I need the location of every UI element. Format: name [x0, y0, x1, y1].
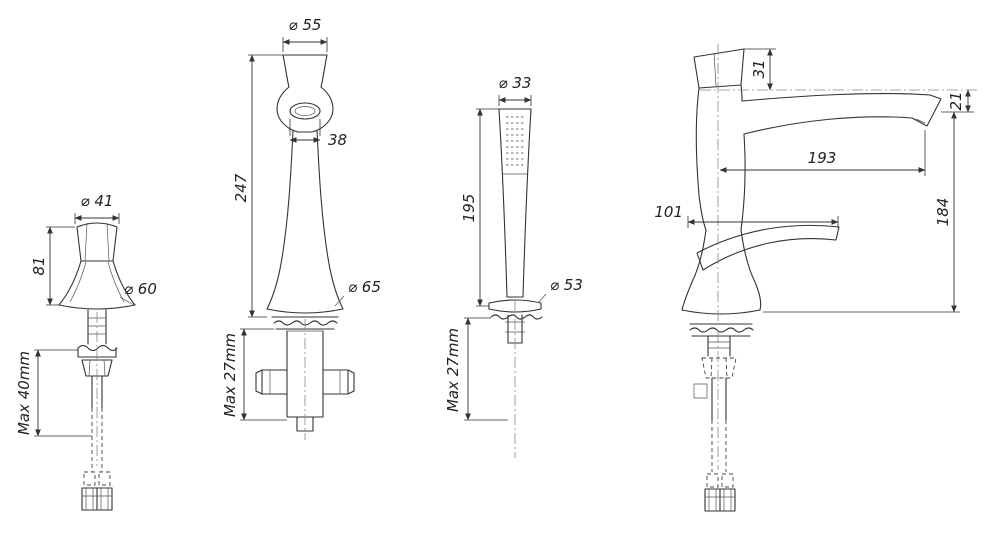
shower-base-diameter-label: ⌀ 53	[550, 276, 583, 294]
shower-top-diameter-label: ⌀ 33	[499, 74, 532, 92]
dim-mixer-lever-length: 101	[654, 203, 839, 228]
tall-spout-outline	[255, 54, 355, 440]
dim-valve-max-thickness: Max 40mm	[15, 349, 92, 437]
view-hand-shower: ⌀ 33 195 ⌀ 53 Max 27mm	[444, 74, 583, 458]
shower-height-label: 195	[460, 194, 478, 223]
dim-shower-top-diameter: ⌀ 33	[499, 74, 532, 106]
dim-valve-top-diameter: ⌀ 41	[74, 192, 120, 224]
spout-base-diameter-label: ⌀ 65	[348, 278, 381, 296]
dim-shower-base-diameter: ⌀ 53	[537, 276, 583, 304]
shower-max-thickness-label: Max 27mm	[444, 328, 462, 412]
view-basin-mixer: 31 21 193 101 184	[654, 44, 978, 512]
basin-mixer-hose-fittings	[704, 473, 736, 512]
dim-mixer-handle-height: 31	[744, 48, 776, 91]
basin-mixer-outline	[681, 44, 978, 472]
dim-shower-max-thickness: Max 27mm	[444, 317, 508, 421]
dim-mixer-overall-height: 184	[763, 111, 960, 313]
spout-height-label: 247	[232, 173, 250, 202]
dim-valve-base-diameter: ⌀ 60	[119, 280, 157, 306]
dim-spout-height: 247	[232, 54, 283, 318]
valve-max-thickness-label: Max 40mm	[15, 351, 33, 435]
mixer-overall-height-label: 184	[934, 198, 952, 227]
mixer-handle-height-label: 31	[750, 59, 768, 78]
valve-height-label: 81	[30, 256, 48, 275]
dim-spout-base-diameter: ⌀ 65	[334, 278, 381, 307]
valve-handle-outline	[58, 222, 136, 472]
spout-max-thickness-label: Max 27mm	[221, 333, 239, 417]
view-valve-handle: ⌀ 41 81 ⌀ 60 Max 40mm	[15, 192, 157, 511]
mixer-spout-drop-label: 21	[947, 91, 965, 110]
dim-spout-mouth-width: 38	[289, 119, 347, 149]
dim-spout-max-thickness: Max 27mm	[221, 328, 287, 421]
valve-handle-hose-fittings	[81, 471, 113, 511]
spout-top-diameter-label: ⌀ 55	[289, 16, 322, 34]
hand-shower-outline	[488, 108, 543, 458]
mixer-spout-reach-label: 193	[808, 149, 837, 167]
valve-top-diameter-label: ⌀ 41	[81, 192, 114, 210]
spout-mouth-width-label: 38	[328, 131, 347, 149]
valve-base-diameter-label: ⌀ 60	[124, 280, 157, 298]
view-tall-spout: ⌀ 55 38 247 ⌀ 65 Max 27mm	[221, 16, 381, 440]
dim-mixer-spout-drop: 21	[941, 89, 974, 113]
dim-mixer-spout-reach: 193	[719, 130, 926, 176]
dim-valve-height: 81	[30, 226, 75, 306]
dim-shower-height: 195	[460, 108, 499, 307]
mixer-lever-length-label: 101	[654, 203, 683, 221]
dim-spout-top-diameter: ⌀ 55	[282, 16, 328, 52]
